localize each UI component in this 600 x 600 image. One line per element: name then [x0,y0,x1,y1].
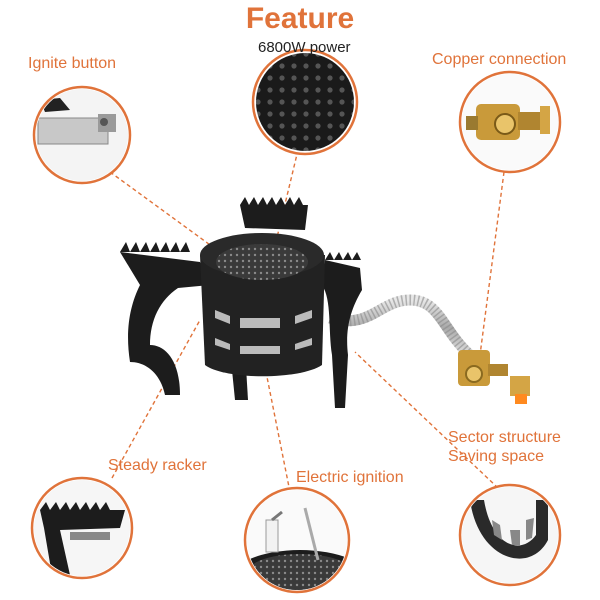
electric-ignition-label: Electric ignition [296,469,404,486]
inset-steady-racker [30,476,134,580]
inset-ignite-button [32,85,132,185]
power-label: 6800W power [258,39,351,56]
inset-burner-head [251,48,359,156]
gas-hose [328,294,474,360]
stove-body [200,233,325,377]
regulator-icon [458,350,530,404]
ignite-button-label: Ignite button [28,55,117,72]
inset-electric-ignition [243,486,351,594]
inset-copper-connection [458,70,562,174]
sector-line-1: Sector structure [448,429,561,446]
steady-racker-label: Steady racker [108,457,207,474]
sector-structure-label: Sector structure Saving space [448,430,561,465]
inset-sector-structure [458,483,562,587]
copper-connection-label: Copper connection [432,51,567,68]
feature-title: Feature [245,2,355,35]
sector-line-2: Saving space [448,448,545,465]
